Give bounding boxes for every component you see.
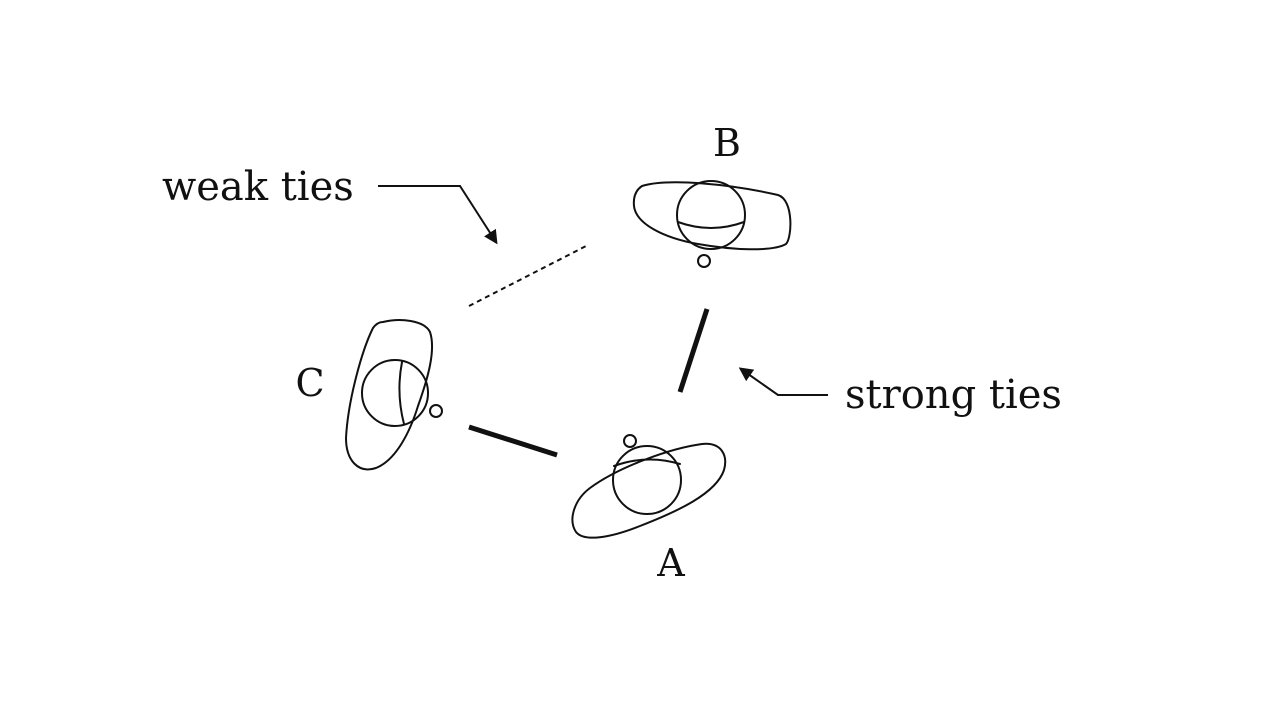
strong-ties-pointer-arrow [738, 367, 828, 396]
person-b-figure [632, 180, 792, 268]
node-label-b: B [713, 121, 741, 165]
strong-ties-label: strong ties [845, 372, 1062, 418]
strong-tie-b-a [677, 308, 710, 393]
person-a-figure [571, 434, 727, 539]
node-label-a: A [656, 541, 685, 585]
weak-tie-c-b [468, 244, 589, 307]
person-c-figure [345, 319, 443, 471]
strong-tie-c-a [468, 424, 558, 458]
weak-ties-label: weak ties [162, 164, 354, 210]
weak-ties-pointer-arrow [378, 185, 498, 245]
node-label-c: C [295, 361, 324, 405]
